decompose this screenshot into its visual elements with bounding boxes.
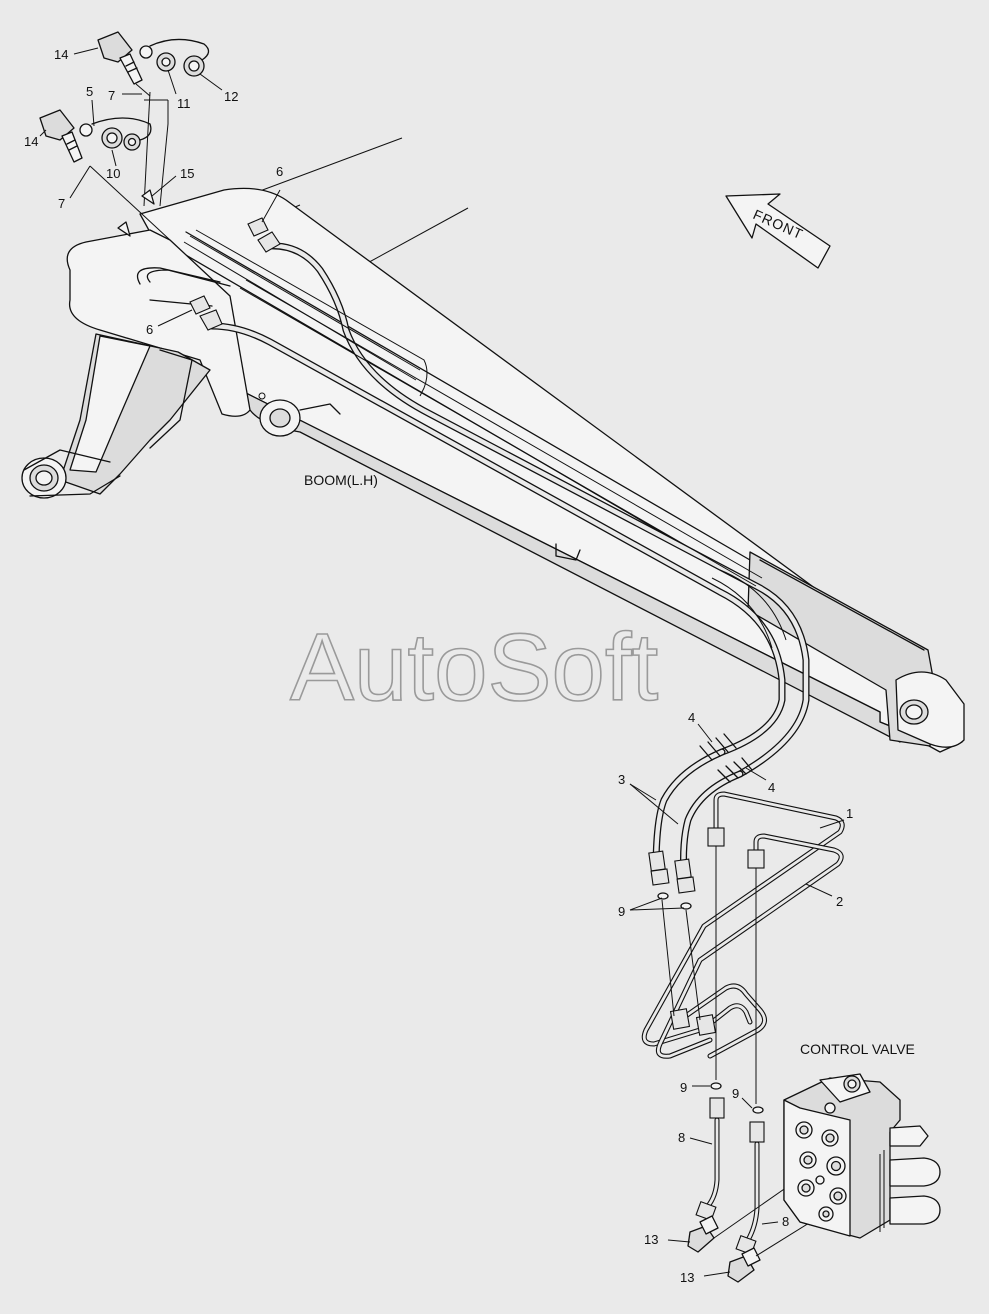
callout-8-left: 8 bbox=[678, 1130, 685, 1145]
callout-13-left: 13 bbox=[644, 1232, 658, 1247]
pipe-2 bbox=[655, 833, 844, 1059]
hose-3-right bbox=[680, 770, 744, 880]
callout-12: 12 bbox=[224, 89, 238, 104]
hose-3-end-fittings bbox=[648, 850, 696, 910]
front-arrow-icon: FRONT bbox=[725, 193, 831, 269]
callout-7-lower: 7 bbox=[58, 196, 65, 211]
detail-14-lower bbox=[39, 109, 83, 163]
callout-3: 3 bbox=[618, 772, 625, 787]
leader-lines bbox=[39, 47, 845, 1277]
o-rings-lower bbox=[710, 1082, 764, 1114]
callout-4-lower: 4 bbox=[768, 780, 775, 795]
callout-7-upper: 7 bbox=[108, 88, 115, 103]
detail-14-upper bbox=[97, 31, 151, 97]
callout-14-upper: 14 bbox=[54, 47, 68, 62]
watermark: AutoSoft bbox=[290, 614, 658, 721]
callout-10: 10 bbox=[106, 166, 120, 181]
detail-11-12 bbox=[139, 38, 210, 124]
pipe-1 bbox=[641, 791, 845, 1047]
boom-hose-lower bbox=[208, 322, 786, 756]
callout-6-lower: 6 bbox=[146, 322, 153, 337]
callout-1: 1 bbox=[846, 806, 853, 821]
pipe-top-fittings bbox=[669, 827, 765, 1036]
boom-tubes bbox=[183, 229, 787, 649]
hose-sleeves-4 bbox=[699, 733, 753, 783]
pipe-8-right bbox=[735, 1121, 765, 1256]
callout-8-right: 8 bbox=[782, 1214, 789, 1229]
callout-15: 15 bbox=[180, 166, 194, 181]
callout-9-right: 9 bbox=[732, 1086, 739, 1101]
callout-9-left: 9 bbox=[680, 1080, 687, 1095]
control-valve bbox=[783, 1073, 941, 1239]
fitting-6-lower bbox=[189, 295, 223, 331]
control-valve-label: CONTROL VALVE bbox=[800, 1041, 915, 1057]
callout-6-upper: 6 bbox=[276, 164, 283, 179]
adaptor-13-left bbox=[687, 1177, 801, 1253]
callout-14-lower: 14 bbox=[24, 134, 38, 149]
fitting-6-upper bbox=[247, 217, 281, 253]
callout-5: 5 bbox=[86, 84, 93, 99]
boom-label: BOOM(L.H) bbox=[304, 472, 378, 488]
callout-2: 2 bbox=[836, 894, 843, 909]
detail-5-10 bbox=[79, 117, 152, 151]
callouts: 14 11 12 7 5 14 10 7 15 6 6 4 4 3 1 2 9 … bbox=[24, 47, 853, 1285]
hose-3-left bbox=[652, 748, 726, 874]
pipe-loop bbox=[677, 983, 767, 1059]
boom-hose-upper bbox=[264, 242, 810, 778]
detail-7-15-leaders bbox=[89, 91, 171, 241]
callout-13-right: 13 bbox=[680, 1270, 694, 1285]
assembly-guide-lines bbox=[661, 846, 757, 1104]
callout-9-upper: 9 bbox=[618, 904, 625, 919]
callout-11: 11 bbox=[177, 96, 191, 111]
callout-4-upper: 4 bbox=[688, 710, 695, 725]
pipe-8-left bbox=[695, 1097, 725, 1222]
